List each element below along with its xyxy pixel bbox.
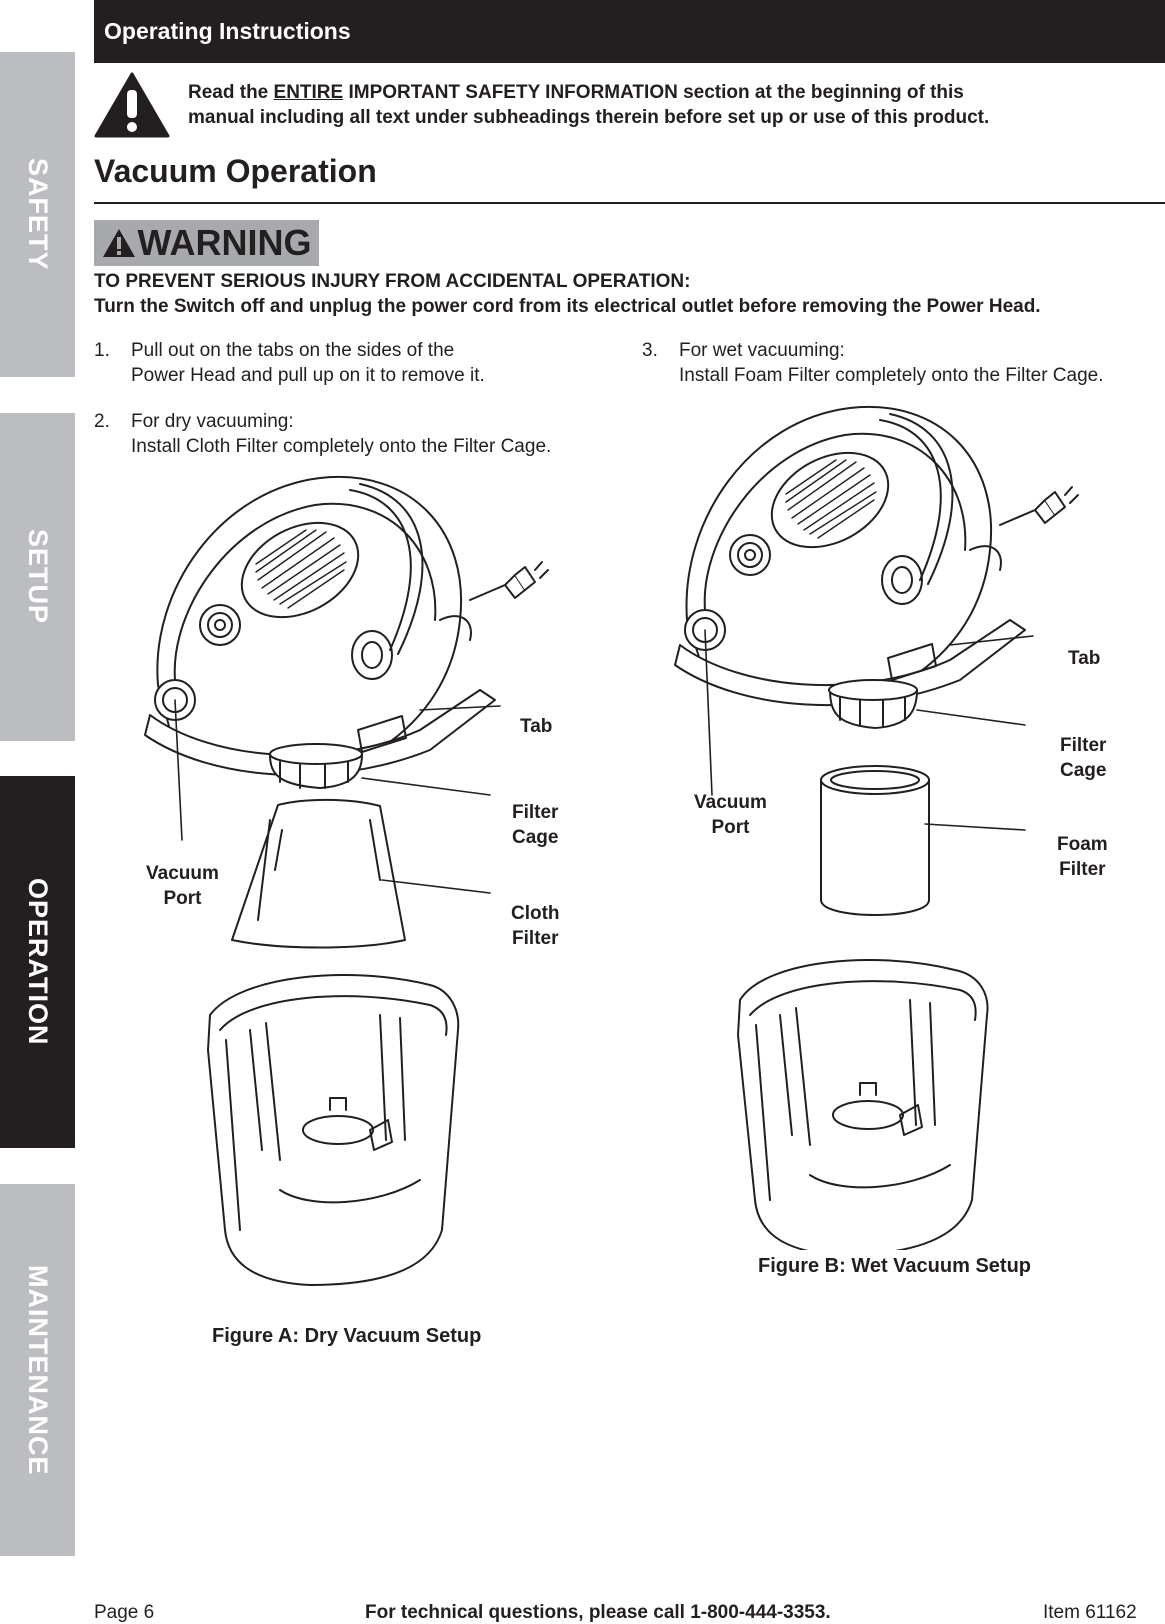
label-line: Filter [512, 802, 559, 823]
label-line: Vacuum [146, 863, 219, 884]
step-text: For wet vacuuming: [679, 340, 845, 361]
warning-badge-text: WARNING [137, 222, 312, 263]
label-line: Filter [1060, 735, 1107, 756]
step-text: Power Head and pull up on it to remove i… [131, 365, 485, 386]
side-tab-label: MAINTENANCE [23, 1264, 53, 1476]
step-text: Install Cloth Filter completely onto the… [131, 436, 552, 457]
figure-b-caption: Figure B: Wet Vacuum Setup [758, 1255, 1031, 1277]
label-line: Filter [1059, 859, 1106, 880]
power-head-drawing [144, 475, 549, 777]
safety-note-line2: manual including all text under subheadi… [188, 107, 990, 128]
safety-note: Read the ENTIRE IMPORTANT SAFETY INFORMA… [188, 80, 1108, 130]
cloth-filter-drawing [231, 798, 406, 949]
side-tab-label: SETUP [23, 529, 53, 625]
filter-cage-drawing [828, 679, 918, 729]
label-line: Port [163, 888, 202, 909]
figure-a-vacuum-port-label: Vacuum Port [146, 861, 219, 911]
step-number: 1. [94, 340, 110, 361]
side-tab-label: SAFETY [23, 158, 53, 271]
step-number: 2. [94, 411, 110, 432]
figure-a-tab-label: Tab [520, 716, 553, 737]
side-tab-safety[interactable]: SAFETY [0, 52, 75, 377]
foam-filter-leader-line [924, 823, 1026, 831]
step-text: Install Foam Filter completely onto the … [679, 365, 1104, 386]
side-tab-maintenance[interactable]: MAINTENANCE [0, 1184, 75, 1556]
figure-a-illustration [144, 475, 549, 1286]
label-line: Cage [1060, 760, 1107, 781]
safety-note-line1: IMPORTANT SAFETY INFORMATION section at … [343, 82, 964, 103]
step-text: Pull out on the tabs on the sides of the [131, 340, 455, 361]
tab-leader-line [949, 635, 1034, 646]
warning-badge: WARNING [94, 220, 319, 266]
section-divider [94, 202, 1165, 204]
figure-b-foam-filter-label: Foam Filter [1057, 832, 1108, 882]
tab-leader-line [419, 705, 501, 711]
warning-triangle-icon [102, 229, 135, 257]
section-title: Vacuum Operation [94, 153, 377, 189]
figure-a-caption: Figure A: Dry Vacuum Setup [212, 1325, 482, 1347]
step-number: 3. [642, 340, 658, 361]
filter-cage-leader-line [361, 777, 491, 796]
label-line: Cloth [511, 903, 560, 924]
label-line: Vacuum [694, 792, 767, 813]
figure-b-tab-label: Tab [1068, 648, 1101, 669]
label-line: Cage [512, 827, 559, 848]
warning-line-1: TO PREVENT SERIOUS INJURY FROM ACCIDENTA… [94, 271, 691, 292]
bucket-drawing [737, 959, 989, 1250]
filter-cage-leader-line [916, 709, 1026, 726]
side-tab-setup[interactable]: SETUP [0, 413, 75, 741]
figure-a-filter-cage-label: Filter Cage [512, 800, 558, 850]
vacuum-port-leader-line [174, 699, 183, 841]
safety-note-emphasis: ENTIRE [273, 82, 344, 103]
footer-item-number: Item 61162 [1043, 1602, 1137, 1623]
power-head-drawing [674, 405, 1079, 707]
header-title: Operating Instructions [104, 18, 351, 44]
footer-support-line: For technical questions, please call 1-8… [365, 1602, 831, 1623]
step-text: For dry vacuuming: [131, 411, 294, 432]
safety-alert-icon [94, 72, 170, 138]
bucket-drawing [207, 974, 460, 1286]
header-bar: Operating Instructions [94, 0, 1165, 63]
vacuum-port-leader-line [704, 629, 713, 796]
figure-b-vacuum-port-label: Vacuum Port [694, 790, 767, 840]
label-line: Foam [1057, 834, 1108, 855]
side-tab-operation[interactable]: OPERATION [0, 776, 75, 1148]
label-line: Port [711, 817, 750, 838]
label-line: Filter [512, 928, 559, 949]
figure-a-cloth-filter-label: Cloth Filter [511, 901, 560, 951]
foam-filter-drawing [820, 765, 930, 916]
safety-note-prefix: Read the [188, 82, 274, 103]
warning-line-2: Turn the Switch off and unplug the power… [94, 296, 1041, 317]
cloth-filter-leader-line [381, 879, 491, 894]
footer-page-number: Page 6 [94, 1602, 155, 1623]
figure-b-illustration [674, 405, 1079, 1250]
side-tab-label: OPERATION [23, 878, 53, 1046]
filter-cage-drawing [269, 743, 363, 789]
figure-b-filter-cage-label: Filter Cage [1060, 733, 1106, 783]
